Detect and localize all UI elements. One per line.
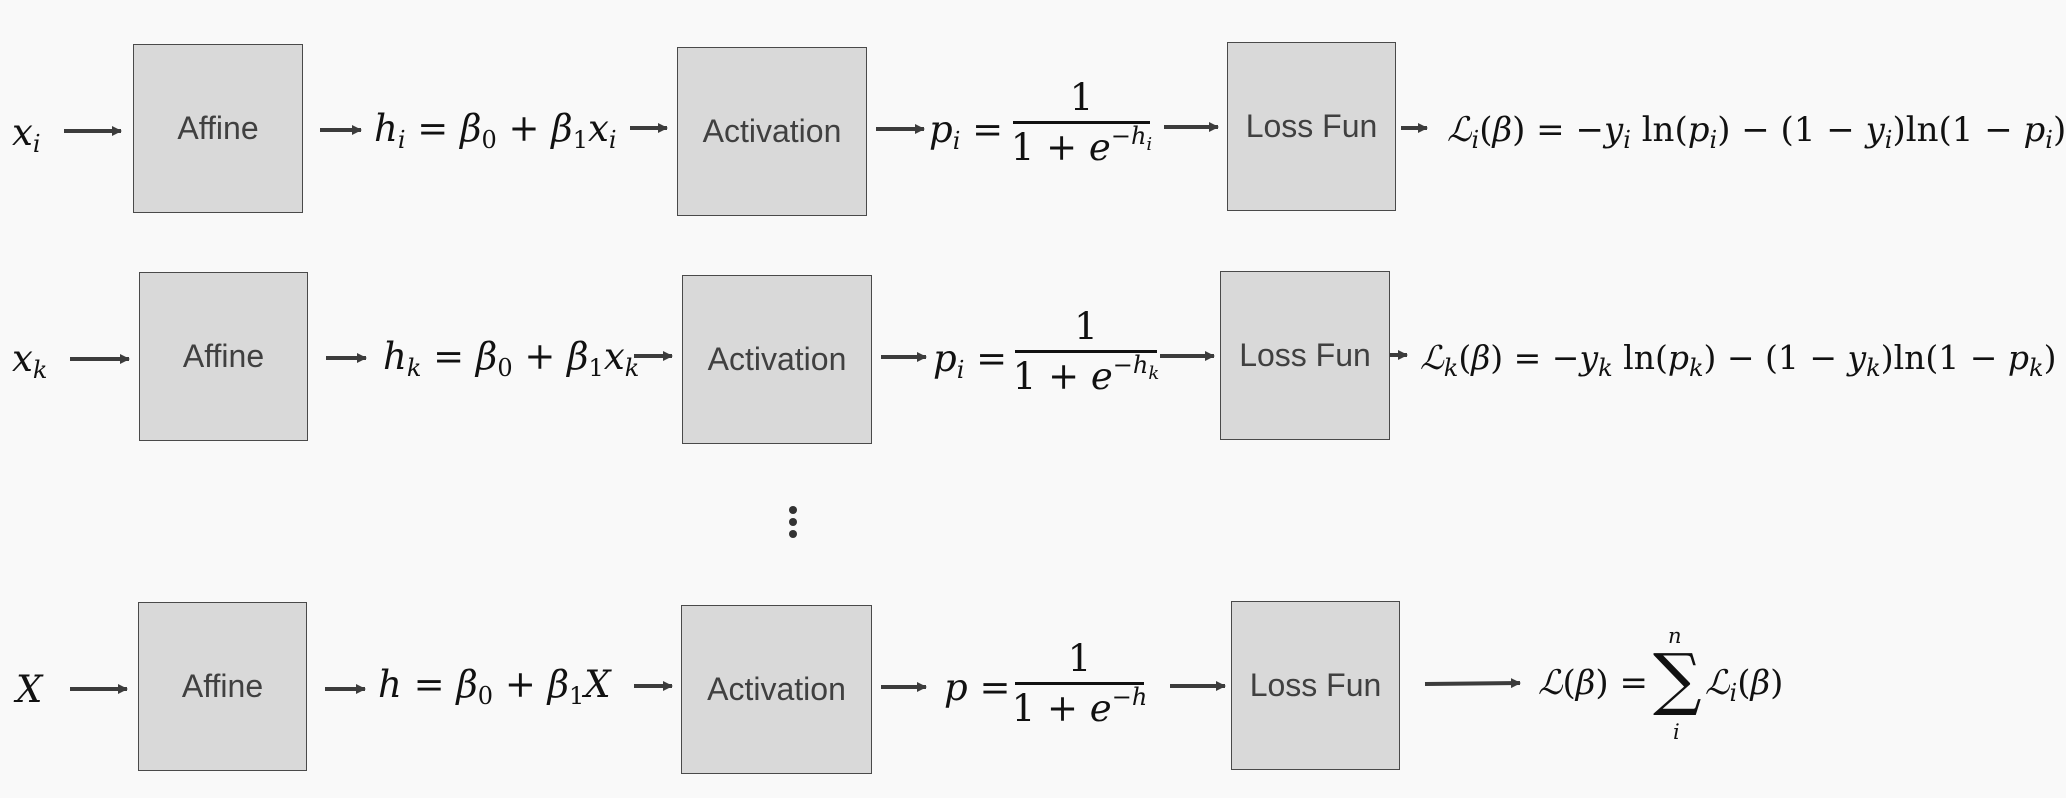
activation-label: Activation <box>707 341 847 377</box>
arrow-loss-to-output <box>1424 678 1521 689</box>
activation-output-lhs: p = <box>944 666 1011 709</box>
affine-box: Affine <box>139 272 308 441</box>
affine-output-equation: hk = β0 + β1xk <box>383 335 640 382</box>
activation-box: Activation <box>681 605 872 774</box>
sigmoid-fraction: 1 1 + e−hk <box>1012 305 1160 398</box>
affine-label: Affine <box>182 338 265 374</box>
sigmoid-fraction: 1 1 + e−h <box>1011 637 1148 730</box>
total-loss-rhs: ℒi(β) <box>1705 663 1784 707</box>
loss-label: Loss Fun <box>1249 667 1382 703</box>
loss-box: Loss Fun <box>1227 42 1396 211</box>
loss-box: Loss Fun <box>1231 601 1400 770</box>
activation-output-lhs: pi = <box>933 337 1008 384</box>
loss-label: Loss Fun <box>1245 108 1378 144</box>
affine-label: Affine <box>181 668 264 704</box>
input-variable: xk <box>12 337 48 384</box>
activation-box: Activation <box>682 275 872 444</box>
loss-label: Loss Fun <box>1239 337 1371 373</box>
activation-output-lhs: pi = <box>929 108 1004 155</box>
affine-output-equation: hi = β0 + β1xi <box>374 107 617 154</box>
input-variable: X <box>16 668 43 711</box>
sum-lower-limit: i <box>1673 720 1680 744</box>
activation-label: Activation <box>702 113 842 149</box>
affine-box: Affine <box>133 44 303 213</box>
activation-label: Activation <box>707 671 846 707</box>
sum-upper-limit: n <box>1668 624 1682 648</box>
loss-output-equation: ℒk(β) = −yk ln(pk) − (1 − yk)ln(1 − pk) <box>1420 338 2057 382</box>
total-loss-lhs: ℒ(β) = <box>1538 663 1648 703</box>
vertical-ellipsis-icon <box>789 506 797 542</box>
loss-box: Loss Fun <box>1220 271 1390 440</box>
affine-label: Affine <box>177 110 259 146</box>
activation-box: Activation <box>677 47 867 216</box>
summation-symbol: ∑ <box>1653 640 1702 719</box>
input-variable: xi <box>12 111 41 158</box>
affine-output-equation: h = β0 + β1X <box>378 663 611 710</box>
affine-box: Affine <box>138 602 307 771</box>
loss-output-equation: ℒi(β) = −yi ln(pi) − (1 − yi)ln(1 − pi) <box>1447 110 2066 154</box>
sigmoid-fraction: 1 1 + e−hi <box>1010 76 1153 169</box>
